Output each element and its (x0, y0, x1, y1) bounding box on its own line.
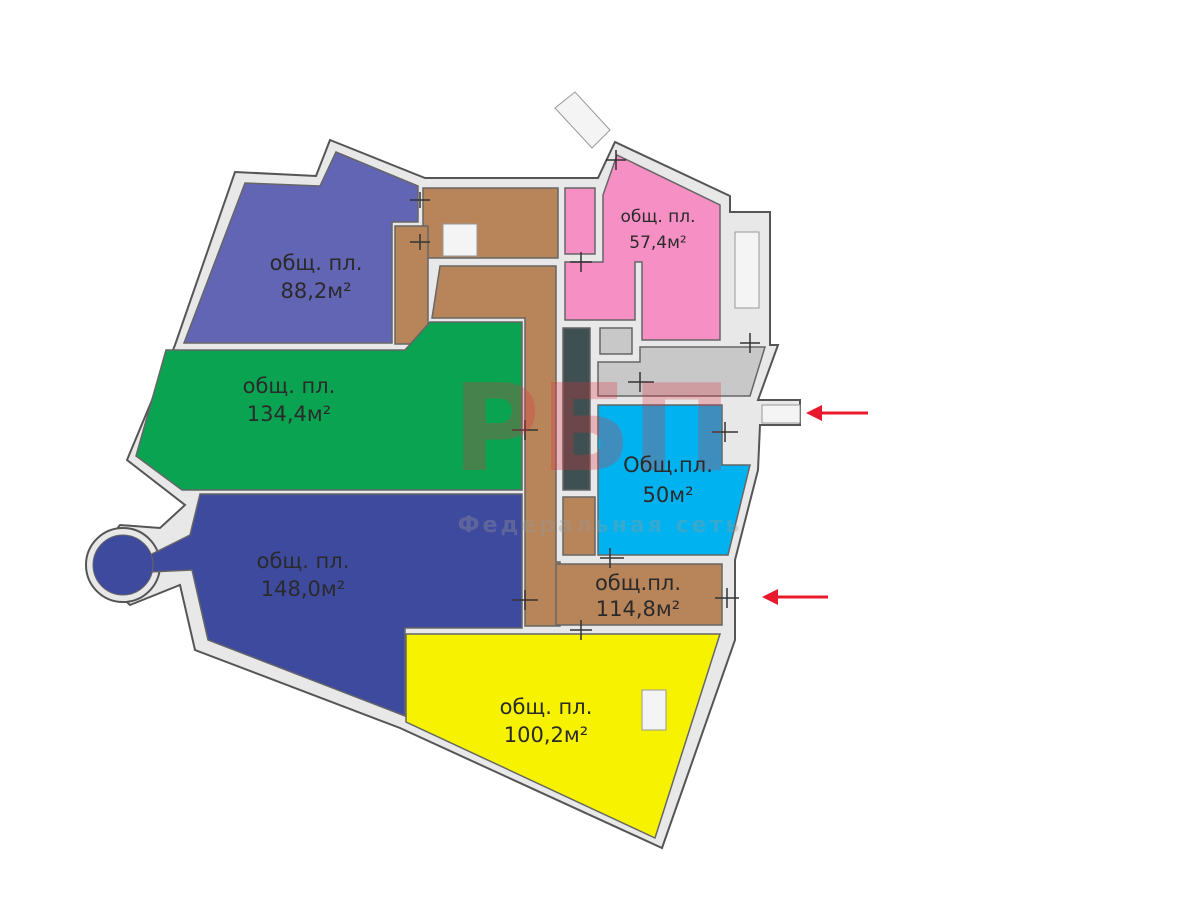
room-area: 148,0м² (261, 577, 345, 601)
room-label: общ.пл. (595, 571, 681, 595)
room-blue (149, 493, 523, 718)
shaft (562, 327, 591, 491)
room-label: общ. пл. (500, 695, 593, 719)
room-yellow (405, 633, 722, 840)
room-corridor-main (431, 265, 561, 627)
room-purple (182, 151, 419, 344)
door-icon (410, 150, 760, 640)
room-brown (555, 563, 723, 626)
room-label: общ. пл. (270, 251, 363, 275)
room-corridor-left (394, 225, 429, 345)
room-area: 134,4м² (247, 402, 331, 426)
room-small-brown (562, 496, 596, 556)
watermark-logo: РБП (452, 360, 732, 499)
stairs-icon (442, 91, 801, 731)
room-blue-rotunda (92, 534, 154, 596)
room-area: 57,4м² (629, 233, 687, 253)
room-green (135, 321, 523, 491)
room-label: общ. пл. (620, 207, 695, 227)
room-label: общ. пл. (257, 549, 350, 573)
room-pink-small (564, 187, 596, 255)
room-label: общ. пл. (243, 374, 336, 398)
room-area: 114,8м² (596, 597, 680, 621)
watermark-tagline: Федеральная сеть (458, 513, 743, 538)
entrance-arrow-icon (762, 405, 868, 605)
room-cyan (597, 404, 751, 556)
room-area: 50м² (643, 483, 694, 507)
room-area: 100,2м² (504, 723, 588, 747)
room-area: 88,2м² (280, 279, 351, 303)
room-gray-small (599, 327, 633, 355)
room-label: Общ.пл. (623, 453, 713, 477)
